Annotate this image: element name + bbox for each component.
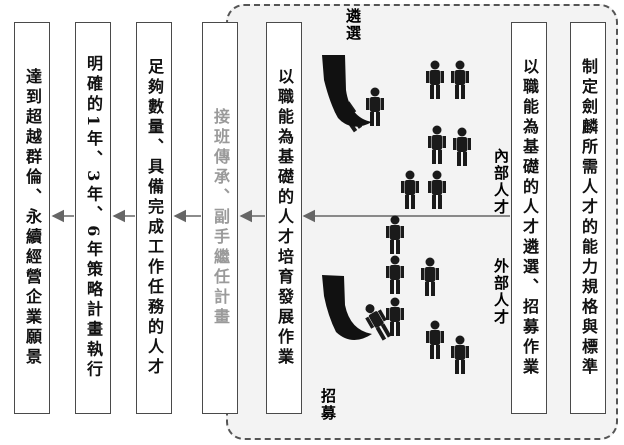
strategy-box: 明確的1年、3年、6年策略計畫執行 xyxy=(75,22,111,414)
selection-label: 遴選 xyxy=(344,8,362,42)
recruitment-label: 招募 xyxy=(319,388,337,422)
development-box: 以職能為基礎的人才培育發展作業 xyxy=(266,22,302,414)
development-text: 以職能為基礎的人才培育發展作業 xyxy=(275,68,294,368)
succession-text: 接班傳承、副手繼任計畫 xyxy=(211,108,230,328)
standards-text: 制定劍麟所需人才的能力規格與標準 xyxy=(579,58,598,378)
internal-talent-label: 內部人才 xyxy=(492,148,510,216)
internal-talent-figures xyxy=(328,60,471,209)
selection-hand-icon xyxy=(322,55,372,127)
recruitment-process-box: 以職能為基礎的人才遴選、招募作業 xyxy=(511,22,547,414)
strategy-text: 明確的1年、3年、6年策略計畫執行 xyxy=(84,55,103,381)
talent-quantity-box: 足夠數量、具備完成工作任務的人才 xyxy=(136,22,172,414)
recruitment-hand-icon xyxy=(322,275,372,341)
external-talent-figures xyxy=(359,215,469,374)
vision-box: 達到超越群倫、永續經營企業願景 xyxy=(14,22,50,414)
recruitment-process-text: 以職能為基礎的人才遴選、招募作業 xyxy=(520,58,539,378)
external-talent-label: 外部人才 xyxy=(492,258,510,326)
standards-box: 制定劍麟所需人才的能力規格與標準 xyxy=(570,22,606,414)
succession-box: 接班傳承、副手繼任計畫 xyxy=(202,22,238,414)
vision-text: 達到超越群倫、永續經營企業願景 xyxy=(23,68,42,368)
talent-quantity-text: 足夠數量、具備完成工作任務的人才 xyxy=(145,58,164,378)
